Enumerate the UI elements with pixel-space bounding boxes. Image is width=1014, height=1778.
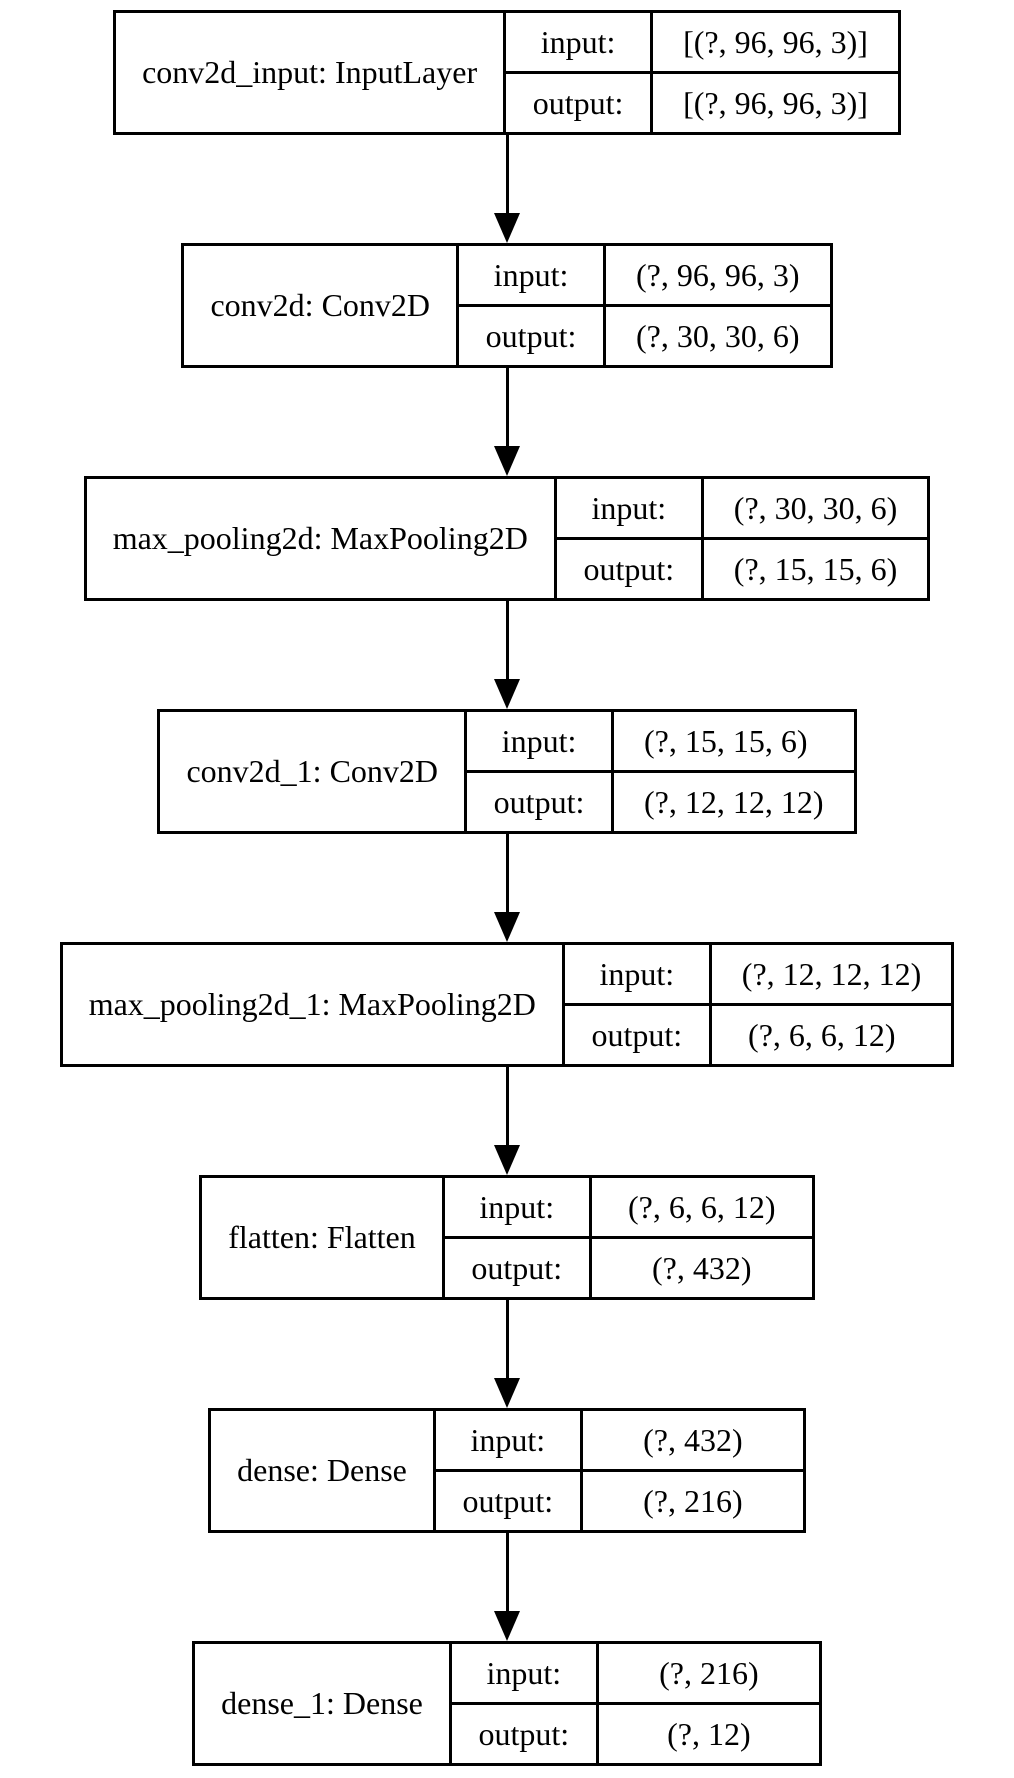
input-shape: (?, 30, 30, 6) (733, 489, 898, 526)
io-table: input: (?, 12, 12, 12) output: (?, 6, 6,… (564, 945, 952, 1064)
layer-node-conv2d-1: conv2d_1: Conv2D input: (?, 15, 15, 6) o… (157, 709, 857, 834)
connector-arrow (494, 1067, 520, 1175)
output-row: output: (?, 30, 30, 6) (459, 304, 830, 365)
output-label: output: (467, 773, 615, 831)
input-shape: (?, 216) (659, 1654, 759, 1691)
arrow-line (505, 1533, 509, 1611)
arrow-line (505, 601, 509, 679)
layer-node-conv2d-input: conv2d_input: InputLayer input: [(?, 96,… (113, 10, 901, 135)
layer-node-flatten: flatten: Flatten input: (?, 6, 6, 12) ou… (199, 1175, 815, 1300)
input-row: input: (?, 6, 6, 12) (445, 1178, 812, 1236)
input-shape: (?, 96, 96, 3) (636, 256, 800, 293)
output-label: output: (557, 540, 704, 598)
output-shape: (?, 30, 30, 6) (636, 317, 800, 354)
input-row: input: [(?, 96, 96, 3)] (506, 13, 898, 71)
arrow-down-icon (494, 1378, 520, 1408)
arrow-line (505, 135, 509, 213)
output-shape: [(?, 96, 96, 3)] (683, 84, 868, 121)
output-shape: (?, 12, 12, 12) (644, 783, 824, 820)
arrow-line (505, 368, 509, 446)
output-shape: (?, 15, 15, 6) (733, 550, 898, 587)
input-row: input: (?, 216) (452, 1644, 819, 1702)
output-shape: (?, 6, 6, 12) (748, 1016, 896, 1053)
layer-node-max-pooling2d-1: max_pooling2d_1: MaxPooling2D input: (?,… (59, 942, 955, 1067)
arrow-down-icon (494, 213, 520, 243)
output-row: output: (?, 12, 12, 12) (467, 770, 854, 831)
connector-arrow (494, 368, 520, 476)
output-label: output: (459, 307, 607, 365)
arrow-line (505, 1300, 509, 1378)
io-table: input: (?, 96, 96, 3) output: (?, 30, 30… (459, 246, 830, 365)
io-table: input: (?, 432) output: (?, 216) (435, 1411, 803, 1530)
input-row: input: (?, 30, 30, 6) (557, 479, 928, 537)
output-row: output: [(?, 96, 96, 3)] (506, 71, 898, 132)
arrow-down-icon (494, 446, 520, 476)
connector-arrow (494, 135, 520, 243)
connector-arrow (494, 834, 520, 942)
layer-node-conv2d: conv2d: Conv2D input: (?, 96, 96, 3) out… (181, 243, 833, 368)
connector-arrow (494, 601, 520, 709)
layer-node-dense-1: dense_1: Dense input: (?, 216) output: (… (192, 1641, 822, 1766)
input-label: input: (506, 13, 654, 71)
input-shape: (?, 15, 15, 6) (644, 722, 808, 759)
arrow-line (505, 1067, 509, 1145)
input-label: input: (459, 246, 607, 304)
output-row: output: (?, 15, 15, 6) (556, 537, 928, 598)
layer-name: dense_1: Dense (195, 1644, 452, 1763)
arrow-down-icon (494, 679, 520, 709)
output-label: output: (452, 1705, 599, 1763)
input-row: input: (?, 432) (436, 1411, 803, 1469)
arrow-line (505, 834, 509, 912)
layer-name: conv2d_1: Conv2D (160, 712, 468, 831)
input-shape: (?, 12, 12, 12) (741, 955, 922, 992)
output-label: output: (506, 74, 654, 132)
output-row: output: (?, 432) (444, 1236, 812, 1297)
layer-name: flatten: Flatten (202, 1178, 445, 1297)
layer-name: dense: Dense (211, 1411, 436, 1530)
layer-node-dense: dense: Dense input: (?, 432) output: (?,… (208, 1408, 806, 1533)
output-label: output: (436, 1472, 583, 1530)
arrow-down-icon (494, 1611, 520, 1641)
layer-node-max-pooling2d: max_pooling2d: MaxPooling2D input: (?, 3… (83, 476, 931, 601)
output-row: output: (?, 6, 6, 12) (564, 1003, 952, 1064)
output-shape: (?, 216) (643, 1482, 743, 1519)
input-shape: (?, 432) (643, 1421, 743, 1458)
input-label: input: (467, 712, 615, 770)
input-row: input: (?, 12, 12, 12) (565, 945, 952, 1003)
input-row: input: (?, 15, 15, 6) (467, 712, 854, 770)
output-label: output: (565, 1006, 712, 1064)
arrow-down-icon (494, 912, 520, 942)
io-table: input: (?, 6, 6, 12) output: (?, 432) (444, 1178, 812, 1297)
io-table: input: (?, 30, 30, 6) output: (?, 15, 15… (556, 479, 928, 598)
layer-name: max_pooling2d: MaxPooling2D (87, 479, 557, 598)
layer-name: max_pooling2d_1: MaxPooling2D (63, 945, 565, 1064)
input-shape: (?, 6, 6, 12) (627, 1188, 776, 1225)
output-row: output: (?, 12) (451, 1702, 819, 1763)
input-label: input: (565, 945, 712, 1003)
io-table: input: (?, 15, 15, 6) output: (?, 12, 12… (467, 712, 854, 831)
output-label: output: (445, 1239, 592, 1297)
io-table: input: [(?, 96, 96, 3)] output: [(?, 96,… (506, 13, 898, 132)
layer-name: conv2d_input: InputLayer (116, 13, 507, 132)
input-row: input: (?, 96, 96, 3) (459, 246, 830, 304)
output-shape: (?, 432) (651, 1249, 752, 1286)
output-row: output: (?, 216) (435, 1469, 803, 1530)
layer-name: conv2d: Conv2D (184, 246, 460, 365)
input-label: input: (436, 1411, 583, 1469)
connector-arrow (494, 1300, 520, 1408)
connector-arrow (494, 1533, 520, 1641)
io-table: input: (?, 216) output: (?, 12) (451, 1644, 819, 1763)
output-shape: (?, 12) (667, 1715, 751, 1752)
arrow-down-icon (494, 1145, 520, 1175)
input-label: input: (445, 1178, 592, 1236)
input-label: input: (557, 479, 704, 537)
input-shape: [(?, 96, 96, 3)] (683, 23, 868, 60)
input-label: input: (452, 1644, 599, 1702)
